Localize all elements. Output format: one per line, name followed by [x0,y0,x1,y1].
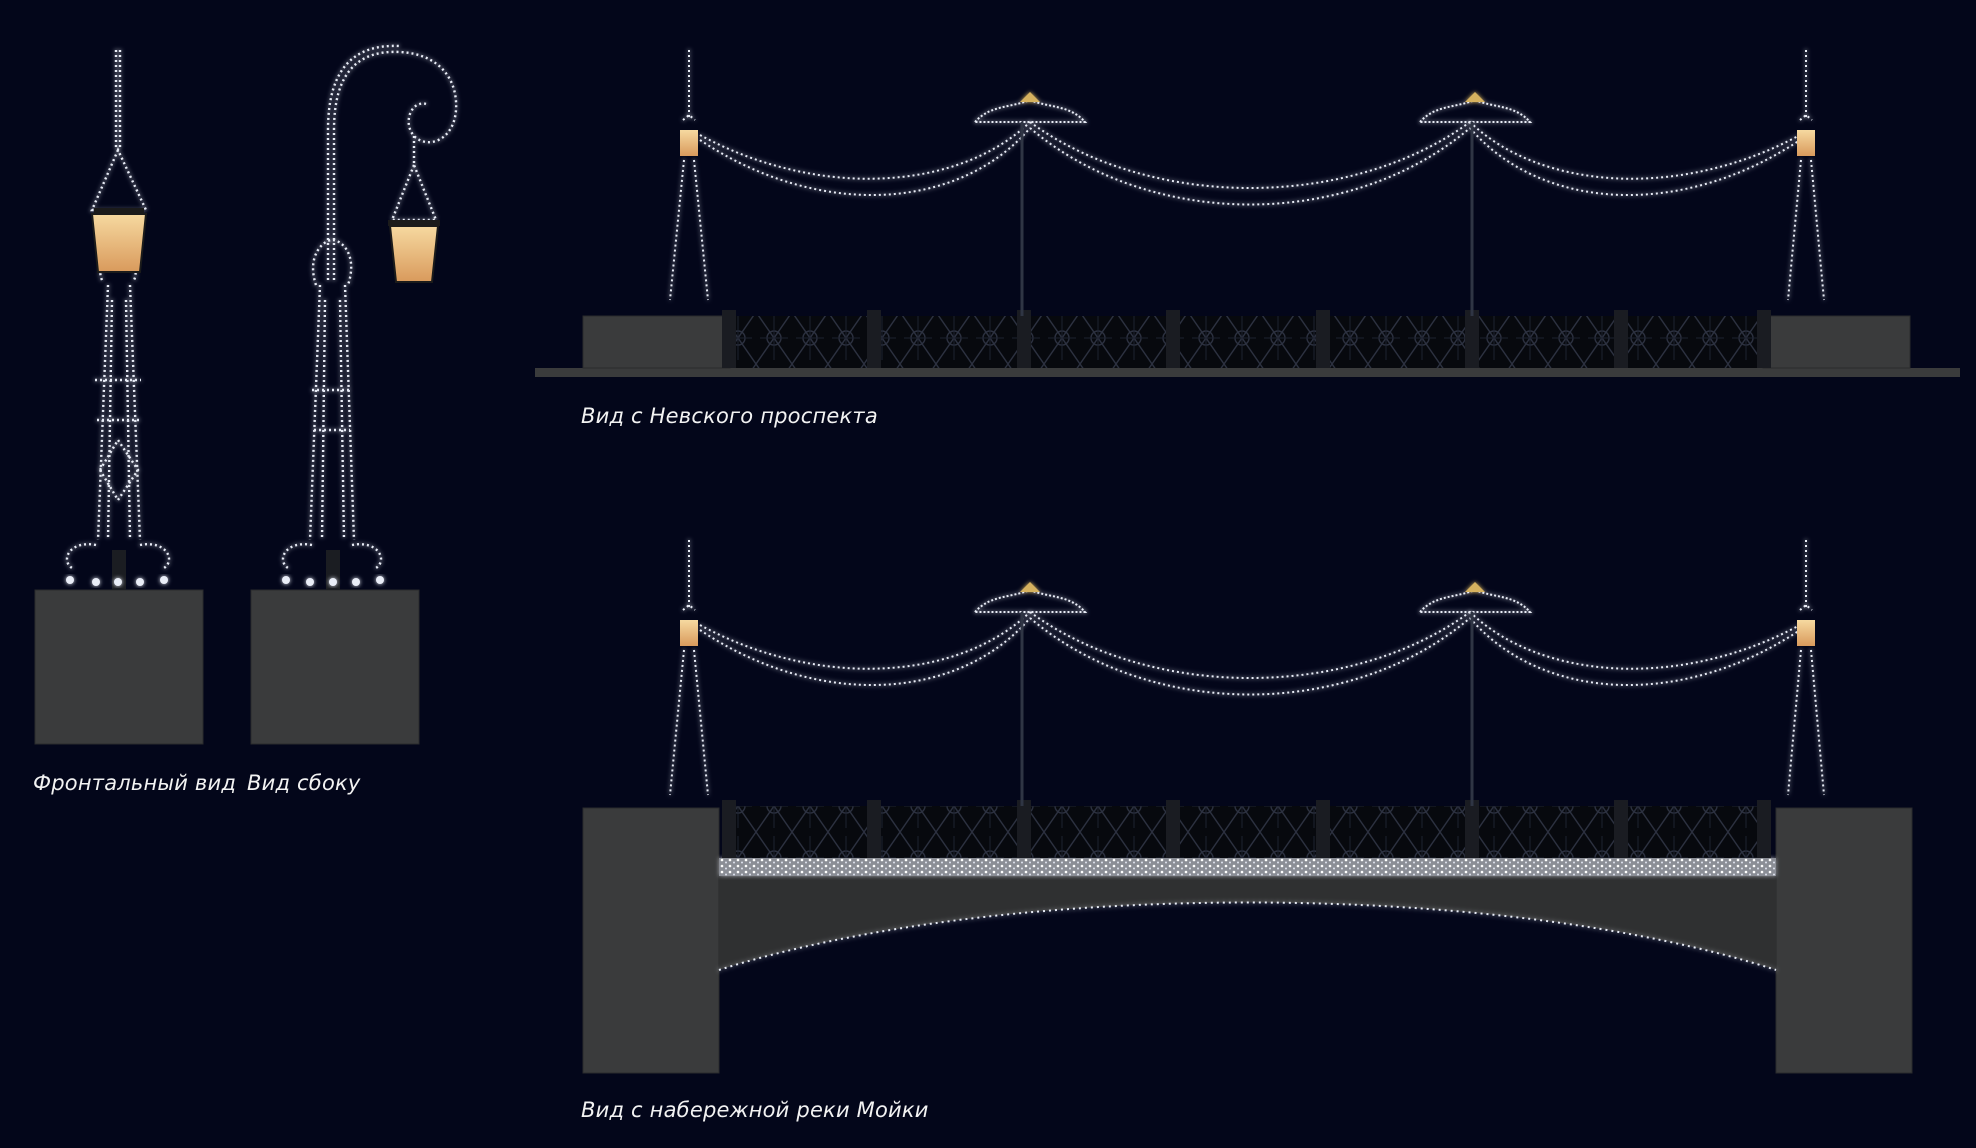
side-view-caption: Вид сбоку [247,771,361,795]
front-view-caption: Фронтальный вид [33,771,237,795]
garland-swags [699,121,1801,206]
pedestal [250,589,420,745]
front-view-lamp [34,50,204,745]
span-light-band [719,858,1776,876]
lamp-glass [680,130,698,156]
lamp-glass [680,620,698,646]
left-abutment [582,315,731,369]
pedestal [34,589,204,745]
railing [730,316,1763,368]
moika-bridge-view [582,540,1913,1074]
right-abutment [1762,315,1911,369]
bridge-span [719,870,1776,970]
side-view-lamp [250,44,458,745]
railing-posts [722,310,1771,368]
bridge-lamps [669,50,1825,301]
crown-ornaments [972,92,1533,123]
lamp-glass [1797,130,1815,156]
nevsky-view-caption: Вид с Невского проспекта [581,404,878,428]
left-pier [582,807,720,1074]
lamp-glass [1797,620,1815,646]
nevsky-bridge-view [535,50,1960,377]
lamp-light-frame [65,50,171,569]
lamp-glass [90,213,148,273]
crown-ornaments [972,582,1533,613]
garland-swags [699,611,1801,696]
lamp-glass [388,225,440,283]
bridge-lamps [669,540,1825,796]
support-poles [1020,122,1474,316]
railing [730,806,1763,858]
railing-posts [722,800,1771,858]
arch-lights [718,901,1777,971]
lamp-light-frame [281,44,458,569]
moika-view-caption: Вид с набережной реки Мойки [581,1098,929,1122]
ground-line [535,368,1960,377]
right-pier [1775,807,1913,1074]
support-poles [1020,612,1474,806]
